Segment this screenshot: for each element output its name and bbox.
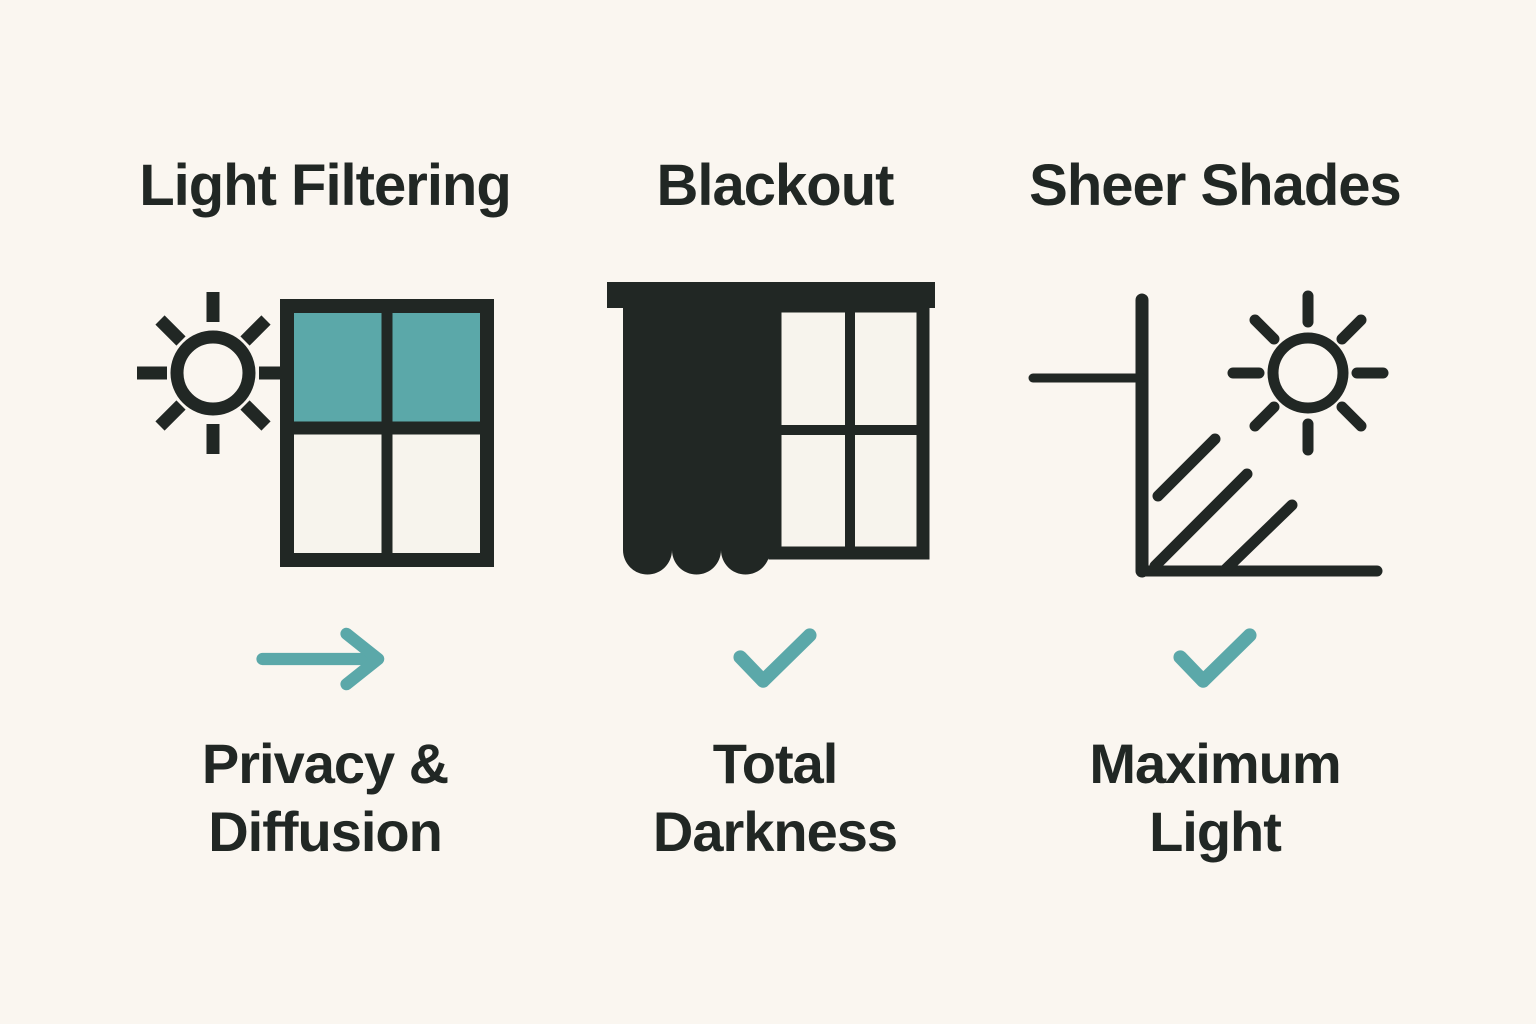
column-title: Sheer Shades [1029,153,1402,218]
column-blackout: Blackout Total Darkness [570,0,980,866]
column-light-filtering: Light Filtering [95,0,555,866]
result-label: Maximum Light [1089,730,1341,867]
result-label: Privacy & Diffusion [201,730,449,867]
result-line-1: Total [712,731,839,795]
corner-sun-rays-icon [1025,278,1405,603]
result-line-1: Privacy & [201,731,449,795]
column-title: Light Filtering [139,153,512,218]
column-sheer-shades: Sheer Shades [1000,0,1430,866]
result-line-2: Diffusion [208,799,443,863]
arrow-right-icon [255,623,395,695]
checkmark-icon [733,623,817,695]
result-line-2: Light [1149,799,1282,863]
checkmark-icon [1173,623,1257,695]
result-line-1: Maximum [1089,731,1341,795]
column-title: Blackout [656,153,895,218]
sun-window-icon [135,278,515,603]
result-label: Total Darkness [652,730,898,867]
blackout-curtain-window-icon [605,278,945,603]
result-line-2: Darkness [652,799,898,863]
